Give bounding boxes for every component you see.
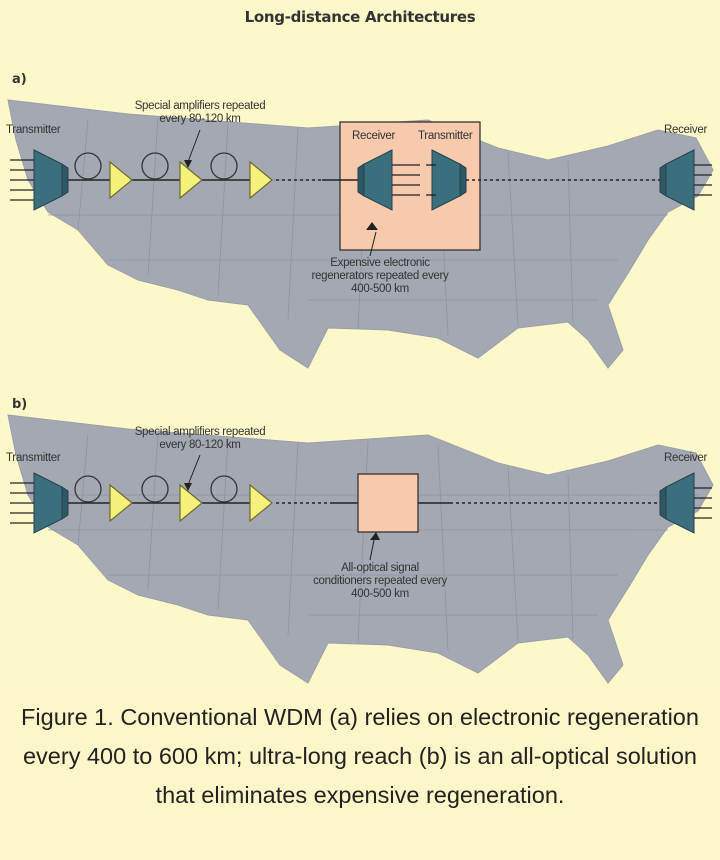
optical-conditioner-box-b: [357, 473, 419, 533]
conditioner-pointer-b: [369, 539, 375, 561]
regen-note-a-line3: 400-500 km: [351, 283, 409, 295]
conditioner-note-b-line2: conditioners repeated every: [313, 575, 447, 587]
receiver-label-b: Receiver: [664, 452, 707, 464]
panel-a-label: a): [12, 72, 27, 87]
panel-b-graphics: [7, 414, 714, 684]
receiver-label-a: Receiver: [664, 124, 707, 136]
regen-note-a-line2: regenerators repeated every: [311, 270, 449, 282]
amplifier-label-a-line2: every 80-120 km: [159, 113, 241, 125]
us-map-b: [7, 414, 714, 684]
amplifier-label-a-line1: Special amplifiers repeated: [134, 100, 266, 112]
regen-receiver-label-a: Receiver: [352, 130, 395, 142]
transmitter-label-b: Transmitter: [6, 452, 61, 464]
amplifier-label-a: Special amplifiers repeated every 80-120…: [120, 100, 280, 126]
amp-pointer-a: [187, 129, 201, 163]
conditioner-note-b: All-optical signal conditioners repeated…: [300, 562, 460, 601]
panel-b-label: b): [12, 397, 28, 412]
amplifier-label-b: Special amplifiers repeated every 80-120…: [120, 426, 280, 452]
panel-a-graphics: [7, 99, 714, 369]
amp-pointer-b: [187, 454, 201, 486]
amplifier-label-b-line2: every 80-120 km: [159, 439, 241, 451]
transmitter-label-a: Transmitter: [6, 124, 61, 136]
regen-note-a-line1: Expensive electronic: [330, 257, 430, 269]
figure-caption: Figure 1. Conventional WDM (a) relies on…: [21, 704, 699, 808]
conditioner-note-b-line1: All-optical signal: [341, 562, 419, 574]
regen-note-a: Expensive electronic regenerators repeat…: [300, 257, 460, 296]
conditioner-note-b-line3: 400-500 km: [351, 588, 409, 600]
figure-title: Long-distance Architectures: [244, 8, 476, 26]
diagram-graphics: [7, 99, 714, 684]
regen-transmitter-label-a: Transmitter: [418, 130, 473, 142]
regen-pointer-a: [369, 231, 377, 257]
figure: Long-distance Architectures: [6, 8, 714, 684]
figure-caption-area: Figure 1. Conventional WDM (a) relies on…: [0, 690, 720, 860]
amplifier-label-b-line1: Special amplifiers repeated: [134, 426, 266, 438]
